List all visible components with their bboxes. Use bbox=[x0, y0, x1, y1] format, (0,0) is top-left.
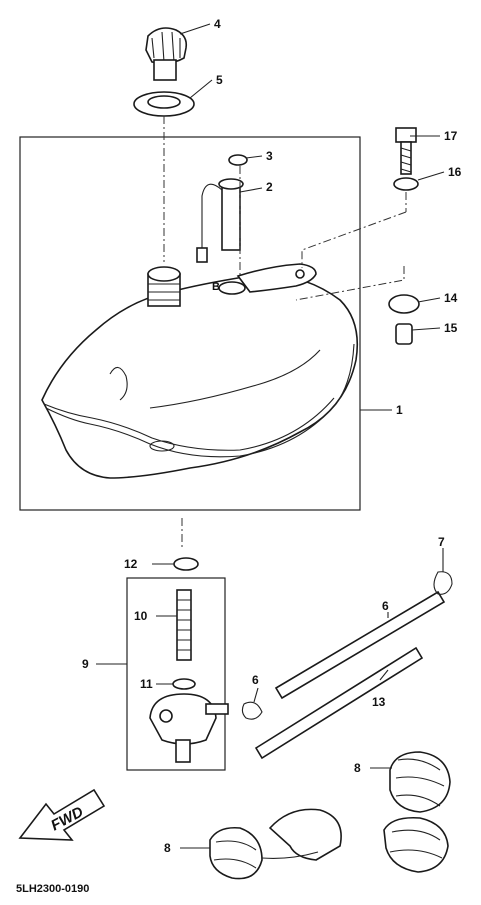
forward-direction-arrow bbox=[18, 788, 106, 841]
fuel-cock-body bbox=[149, 693, 229, 763]
figure-code: 5LH2300-0190 bbox=[16, 883, 89, 895]
rubber-damper bbox=[388, 294, 420, 314]
fuel-hose-upper bbox=[274, 590, 446, 700]
washer-small bbox=[228, 154, 248, 166]
callout-15: 15 bbox=[444, 321, 458, 335]
callout-11: 11 bbox=[140, 677, 153, 691]
callout-6-lower: 6 bbox=[252, 673, 259, 687]
tank-assembly-frame bbox=[19, 136, 361, 511]
callout-4: 4 bbox=[214, 17, 221, 31]
hose-clamp-top bbox=[173, 557, 199, 571]
callout-10: 10 bbox=[134, 609, 148, 623]
callout-3: 3 bbox=[266, 149, 273, 163]
hose-protector-clip bbox=[209, 808, 342, 880]
callout-8-lower: 8 bbox=[164, 841, 171, 855]
hose-protector-upper bbox=[389, 751, 451, 813]
hose-clamp-left bbox=[241, 701, 263, 720]
filler-neck bbox=[147, 266, 181, 307]
callout-13: 13 bbox=[372, 695, 386, 709]
cap-gasket bbox=[133, 91, 195, 117]
callout-14: 14 bbox=[444, 291, 458, 305]
collar bbox=[395, 323, 413, 345]
o-ring bbox=[172, 678, 196, 690]
inline-mark-b: B bbox=[212, 281, 220, 293]
callout-7: 7 bbox=[438, 535, 445, 549]
callout-8-upper: 8 bbox=[354, 761, 361, 775]
hose-clamp-right bbox=[433, 571, 453, 595]
fuel-tank bbox=[41, 263, 359, 479]
callout-5: 5 bbox=[216, 73, 223, 87]
callout-9: 9 bbox=[82, 657, 89, 671]
mount-bolt bbox=[395, 127, 417, 175]
callout-1: 1 bbox=[396, 403, 403, 417]
callout-12: 12 bbox=[124, 557, 138, 571]
hose-protector-lower bbox=[383, 816, 449, 873]
mount-washer bbox=[393, 177, 419, 191]
fuel-sender bbox=[196, 178, 244, 263]
fuel-hose-lower bbox=[254, 646, 424, 760]
callout-17: 17 bbox=[444, 129, 458, 143]
callout-6-upper: 6 bbox=[382, 599, 389, 613]
fuel-cap bbox=[145, 27, 188, 81]
callout-16: 16 bbox=[448, 165, 462, 179]
petcock-assembly-frame bbox=[126, 577, 226, 771]
callout-2: 2 bbox=[266, 180, 273, 194]
fuel-strainer bbox=[176, 589, 192, 661]
